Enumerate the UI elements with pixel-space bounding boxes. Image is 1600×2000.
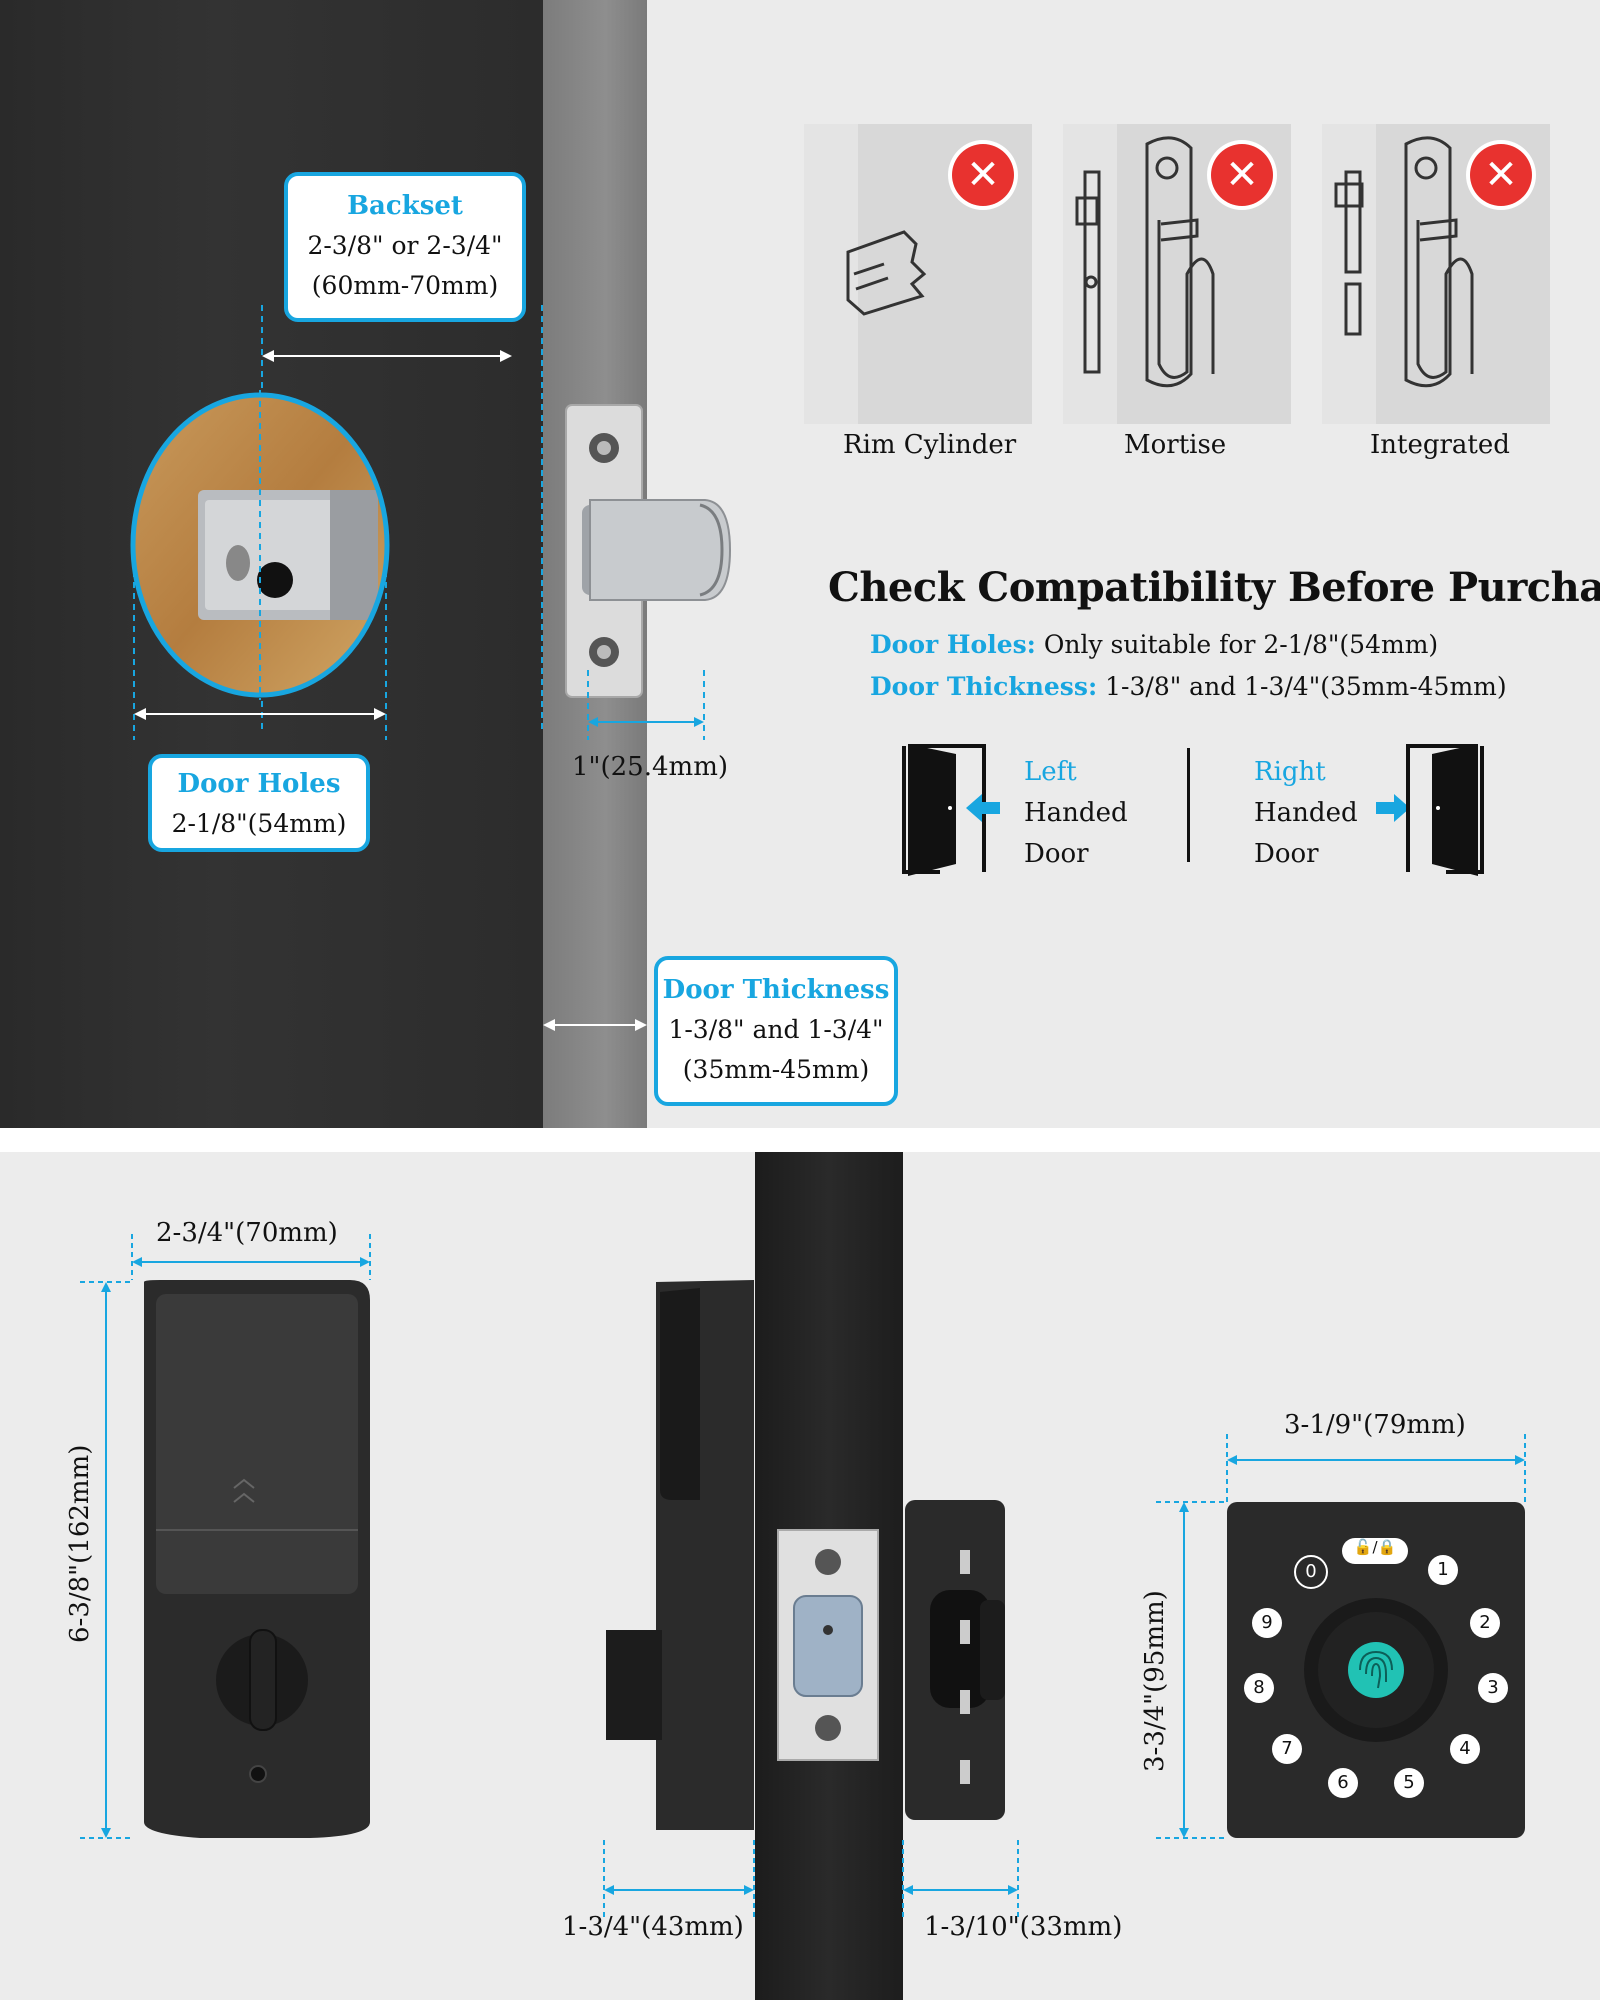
interior-width-label: 2-3/4"(70mm)	[156, 1218, 338, 1248]
keypad-diagram	[1156, 1434, 1526, 1839]
section-divider	[0, 1128, 1600, 1152]
door-thickness-title: Door Thickness	[662, 975, 890, 1005]
left-handed-word2: Handed	[1024, 798, 1128, 828]
backset-value: 2-3/8" or 2-3/4"	[307, 231, 503, 260]
key-5[interactable]: 5	[1394, 1768, 1424, 1798]
right-handed-label: Right Handed Door	[1254, 752, 1358, 875]
mortise-x-icon: ✕	[1211, 144, 1273, 206]
right-handed-word3: Door	[1254, 839, 1319, 869]
mortise-illustration	[1063, 124, 1215, 424]
door-holes-value: 2-1/8"(54mm)	[171, 809, 347, 838]
key-8[interactable]: 8	[1244, 1673, 1274, 1703]
key-1[interactable]: 1	[1428, 1555, 1458, 1585]
integrated-label: Integrated	[1370, 430, 1510, 460]
lock-unlock-label: 🔓/🔒	[1353, 1538, 1397, 1556]
left-handed-label: Left Handed Door	[1024, 752, 1128, 875]
interior-height-label: 6-3/8"(162mm)	[65, 1444, 95, 1643]
backset-callout: Backset 2-3/8" or 2-3/4" (60mm-70mm)	[284, 172, 526, 322]
rim-cylinder-illustration	[804, 124, 927, 424]
integrated-illustration	[1322, 124, 1474, 424]
left-handed-word3: Door	[1024, 839, 1089, 869]
compat-door-thickness-key: Door Thickness:	[870, 672, 1098, 701]
backset-title: Backset	[347, 191, 463, 221]
latch	[565, 404, 732, 698]
keypad-height-label: 3-3/4"(95mm)	[1140, 1590, 1170, 1772]
door-holes-title: Door Holes	[177, 769, 341, 799]
key-2[interactable]: 2	[1470, 1608, 1500, 1638]
rim-cylinder-x-icon: ✕	[952, 144, 1014, 206]
backset-metric: (60mm-70mm)	[311, 271, 499, 300]
right-handed-word2: Handed	[1254, 798, 1358, 828]
right-handed-door-icon	[1376, 744, 1484, 876]
compat-door-holes-key: Door Holes:	[870, 630, 1036, 659]
rim-cylinder-label: Rim Cylinder	[843, 430, 1017, 460]
door-holes-callout: Door Holes 2-1/8"(54mm)	[148, 754, 370, 852]
key-0[interactable]: 0	[1294, 1555, 1328, 1589]
rim-cylinder-panel: ✕	[804, 124, 1032, 424]
key-9[interactable]: 9	[1252, 1608, 1282, 1638]
key-7[interactable]: 7	[1272, 1734, 1302, 1764]
side-view-diagram	[603, 1280, 1019, 1920]
compat-heading: Check Compatibility Before Purchase	[828, 564, 1600, 611]
right-handed-word: Right	[1254, 757, 1326, 787]
key-6[interactable]: 6	[1328, 1768, 1358, 1798]
door-thickness-callout: Door Thickness 1-3/8" and 1-3/4" (35mm-4…	[654, 956, 898, 1106]
compat-door-holes: Door Holes: Only suitable for 2-1/8"(54m…	[870, 630, 1438, 659]
key-3[interactable]: 3	[1478, 1673, 1508, 1703]
left-handed-door-icon	[902, 744, 1000, 876]
handed-divider	[1187, 748, 1190, 862]
door-thickness-value: 1-3/8" and 1-3/4"	[668, 1015, 884, 1044]
mortise-panel: ✕	[1063, 124, 1291, 424]
install-diagram	[130, 305, 732, 1031]
side-exterior-depth-label: 1-3/10"(33mm)	[924, 1912, 1123, 1942]
left-handed-word: Left	[1024, 757, 1077, 787]
door-thickness-metric: (35mm-45mm)	[682, 1055, 870, 1084]
compat-door-thickness-value: 1-3/8" and 1-3/4"(35mm-45mm)	[1105, 672, 1507, 701]
mortise-label: Mortise	[1124, 430, 1227, 460]
compat-door-thickness: Door Thickness: 1-3/8" and 1-3/4"(35mm-4…	[870, 672, 1507, 701]
latch-depth-label: 1"(25.4mm)	[572, 752, 728, 782]
integrated-x-icon: ✕	[1470, 144, 1532, 206]
key-4[interactable]: 4	[1450, 1734, 1480, 1764]
keypad-width-label: 3-1/9"(79mm)	[1284, 1410, 1466, 1440]
compat-door-holes-value: Only suitable for 2-1/8"(54mm)	[1043, 630, 1439, 659]
interior-unit-diagram	[80, 1234, 371, 1839]
integrated-panel: ✕	[1322, 124, 1550, 424]
side-interior-depth-label: 1-3/4"(43mm)	[562, 1912, 744, 1942]
